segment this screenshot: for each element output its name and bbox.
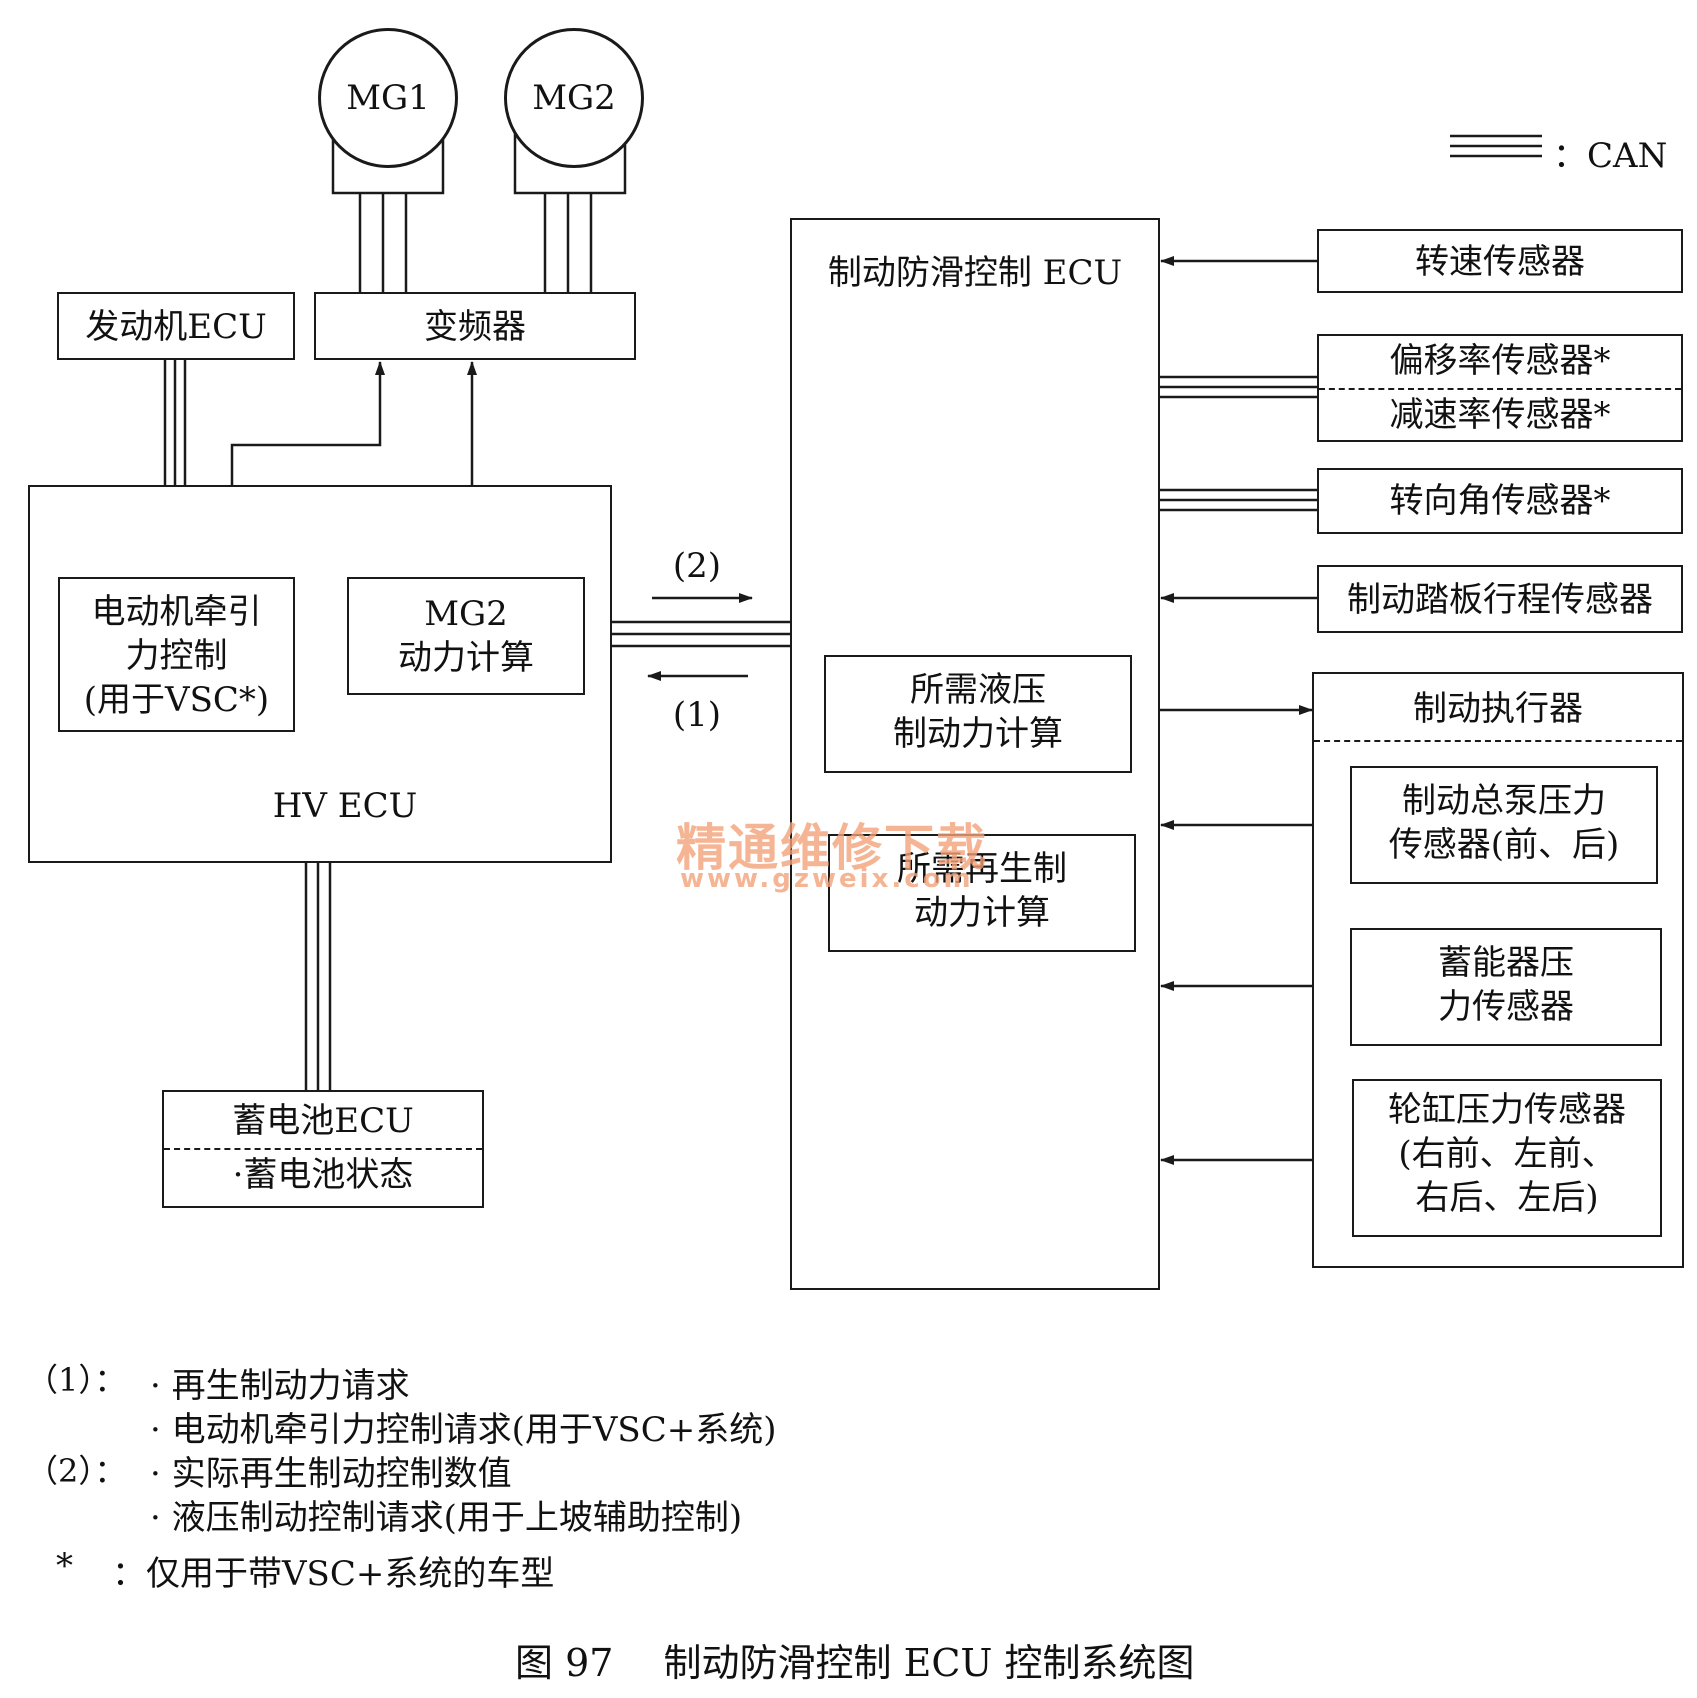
speed-sensor-box: 转速传感器 [1317, 229, 1683, 293]
yaw-decel-sensor-box: 偏移率传感器* 减速率传感器* [1317, 334, 1683, 442]
mg1-label: MG1 [346, 78, 430, 118]
battery-ecu-title: 蓄电池ECU [232, 1101, 414, 1141]
hv-ecu-box: 电动机牵引 力控制 (用于VSC*) MG2 动力计算 HV ECU [28, 485, 612, 863]
pedal-sensor-box: 制动踏板行程传感器 [1317, 565, 1683, 633]
master-cylinder-sensor-box: 制动总泵压力 传感器(前、后) [1350, 766, 1658, 884]
accumulator-sensor-box: 蓄能器压 力传感器 [1350, 928, 1662, 1046]
actuator-title: 制动执行器 [1413, 689, 1583, 729]
traction-line-1: 电动机牵引 [91, 592, 262, 632]
battery-ecu-box: 蓄电池ECU ·蓄电池状态 [162, 1090, 484, 1208]
mg2-label: MG2 [532, 78, 616, 118]
traction-line-2: 力控制 [125, 636, 228, 676]
wheel-line-1: 轮缸压力传感器 [1388, 1090, 1626, 1130]
signal-1-label: (1) [672, 695, 722, 735]
regen-force-calc-box: 所需再生制 动力计算 [828, 834, 1136, 952]
engine-ecu-label: 发动机ECU [85, 307, 267, 347]
brake-actuator-box: 制动执行器 制动总泵压力 传感器(前、后) 蓄能器压 力传感器 轮缸压力传感器 … [1312, 672, 1684, 1268]
note-2-item-b: · 液压制动控制请求(用于上坡辅助控制) [150, 1498, 743, 1538]
mg2-power-calc-box: MG2 动力计算 [347, 577, 585, 695]
note-2-key: （2）： [26, 1452, 127, 1490]
hv-ecu-title: HV ECU [272, 786, 418, 826]
hydraulic-force-calc-box: 所需液压 制动力计算 [824, 655, 1132, 773]
battery-divider [164, 1148, 482, 1150]
steering-sensor-label: 转向角传感器* [1389, 481, 1611, 521]
note-1-item-a: · 再生制动力请求 [150, 1366, 410, 1406]
hydraulic-line-2: 制动力计算 [893, 714, 1063, 754]
note-3-text: ：仅用于带VSC+系统的车型 [112, 1554, 555, 1594]
note-1-key: （1）： [26, 1361, 127, 1399]
master-line-2: 传感器(前、后) [1388, 825, 1620, 865]
regen-line-1: 所需再生制 [897, 849, 1067, 889]
note-1-item-b: · 电动机牵引力控制请求(用于VSC+系统) [150, 1410, 777, 1450]
wheel-line-2: (右前、左前、 [1398, 1134, 1616, 1174]
steering-sensor-box: 转向角传感器* [1317, 468, 1683, 534]
mg1-motor: MG1 [318, 28, 458, 168]
figure-caption: 图 97 制动防滑控制 ECU 控制系统图 [515, 1641, 1195, 1685]
note-2-item-a: · 实际再生制动控制数值 [150, 1454, 512, 1494]
accumulator-line-2: 力传感器 [1438, 987, 1574, 1027]
inverter-box: 变频器 [314, 292, 636, 360]
traction-line-3: (用于VSC*) [83, 680, 270, 720]
actuator-divider [1314, 740, 1682, 742]
master-line-1: 制动总泵压力 [1402, 781, 1606, 821]
note-3-key: * [56, 1546, 73, 1586]
mg2-calc-line-1: MG2 [424, 594, 508, 634]
brake-ecu-box: 制动防滑控制 ECU 所需液压 制动力计算 所需再生制 动力计算 [790, 218, 1160, 1290]
wheel-line-3: 右后、左后) [1415, 1178, 1599, 1218]
brake-ecu-title: 制动防滑控制 ECU [827, 253, 1123, 293]
decel-sensor-label: 减速率传感器* [1389, 395, 1611, 435]
mg2-calc-line-2: 动力计算 [398, 638, 534, 678]
hydraulic-line-1: 所需液压 [910, 670, 1046, 710]
engine-ecu-box: 发动机ECU [57, 292, 295, 360]
regen-line-2: 动力计算 [914, 893, 1050, 933]
accumulator-line-1: 蓄能器压 [1438, 943, 1574, 983]
wheel-cylinder-sensor-box: 轮缸压力传感器 (右前、左前、 右后、左后) [1352, 1079, 1662, 1237]
inverter-label: 变频器 [424, 307, 526, 347]
signal-2-label: (2) [672, 546, 722, 586]
yaw-decel-divider [1319, 388, 1681, 390]
traction-control-box: 电动机牵引 力控制 (用于VSC*) [58, 577, 295, 732]
battery-status: ·蓄电池状态 [232, 1155, 414, 1195]
pedal-sensor-label: 制动踏板行程传感器 [1347, 580, 1653, 620]
can-legend-label: ：CAN [1553, 136, 1668, 176]
speed-sensor-label: 转速传感器 [1415, 242, 1585, 282]
yaw-sensor-label: 偏移率传感器* [1389, 341, 1611, 381]
mg2-motor: MG2 [504, 28, 644, 168]
